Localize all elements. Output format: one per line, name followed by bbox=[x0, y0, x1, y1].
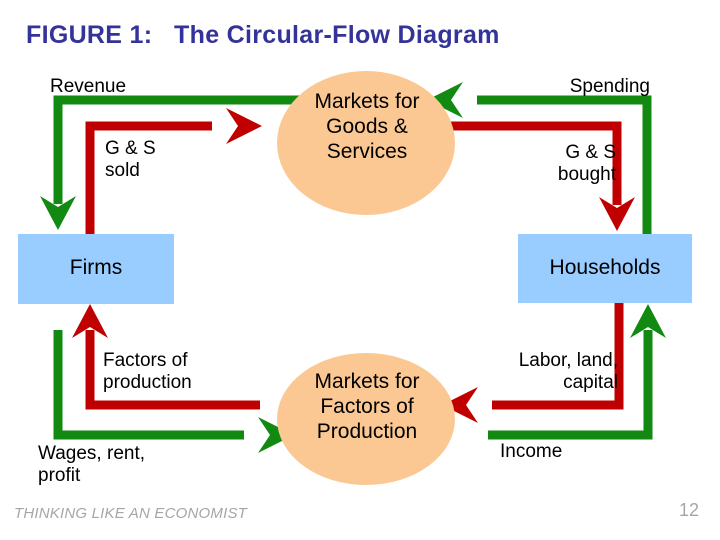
arrowhead-factors-up bbox=[72, 304, 108, 338]
arrowhead-revenue-down bbox=[40, 196, 76, 230]
arrowhead-income-up bbox=[630, 304, 666, 338]
slide-page-number: 12 bbox=[678, 500, 700, 520]
arrowhead-goods-sold-right bbox=[226, 108, 262, 144]
flow-line-income bbox=[488, 330, 653, 440]
arrowhead-labor-left bbox=[442, 387, 478, 423]
arrowhead-goods-bought-down bbox=[599, 197, 635, 231]
node-households-box[interactable] bbox=[518, 234, 692, 303]
money-flow-loop bbox=[53, 95, 653, 440]
flow-line-wages bbox=[53, 330, 244, 440]
flow-line-revenue bbox=[53, 95, 300, 204]
node-firms-box[interactable] bbox=[18, 234, 174, 304]
flow-line-labor bbox=[492, 303, 624, 410]
money-flow-arrowheads bbox=[40, 82, 666, 453]
arrowhead-wages-right bbox=[258, 417, 294, 453]
slide-footer-text: THINKING LIKE AN ECONOMIST bbox=[14, 505, 248, 522]
node-factors-market-ellipse[interactable] bbox=[277, 353, 455, 485]
flow-line-goods-bought bbox=[450, 121, 622, 205]
flow-line-factors bbox=[85, 330, 260, 410]
arrowhead-spending-left bbox=[427, 82, 463, 118]
page-title: FIGURE 1: The Circular-Flow Diagram bbox=[26, 21, 500, 49]
node-goods-market-ellipse[interactable] bbox=[277, 71, 455, 215]
flow-line-spending bbox=[477, 95, 652, 234]
goods-flow-arrowheads bbox=[72, 108, 635, 423]
